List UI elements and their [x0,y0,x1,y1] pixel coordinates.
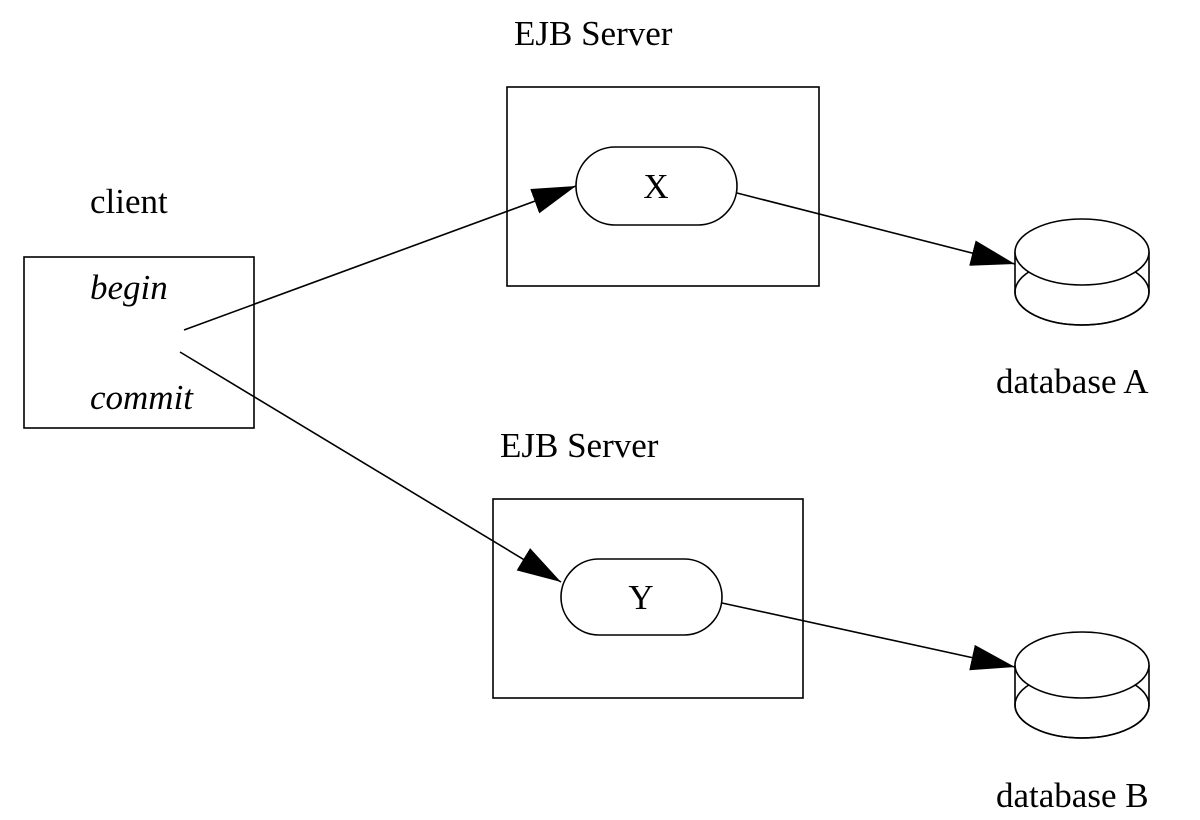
ejb-server-label-1: EJB Server [514,14,673,53]
bean-y-label: Y [628,578,653,617]
database-b-icon [1014,631,1150,739]
commit-label: commit [90,378,194,417]
database-a-label: database A [996,362,1149,401]
ejb-server-box-1 [506,86,820,287]
begin-label: begin [90,268,168,307]
arrow-client-to-y [179,351,562,583]
client-box [23,256,255,429]
client-label: client [90,182,168,221]
arrow-y-to-database-b [721,602,1016,671]
bean-x-label: X [643,167,668,206]
bean-y-node [560,558,723,636]
ejb-server-box-2 [492,498,804,699]
database-a-icon [1014,218,1150,326]
database-b-label: database B [996,776,1149,815]
ejb-server-label-2: EJB Server [500,426,659,465]
arrow-x-to-database-a [736,192,1016,266]
arrow-client-to-x [183,185,577,331]
